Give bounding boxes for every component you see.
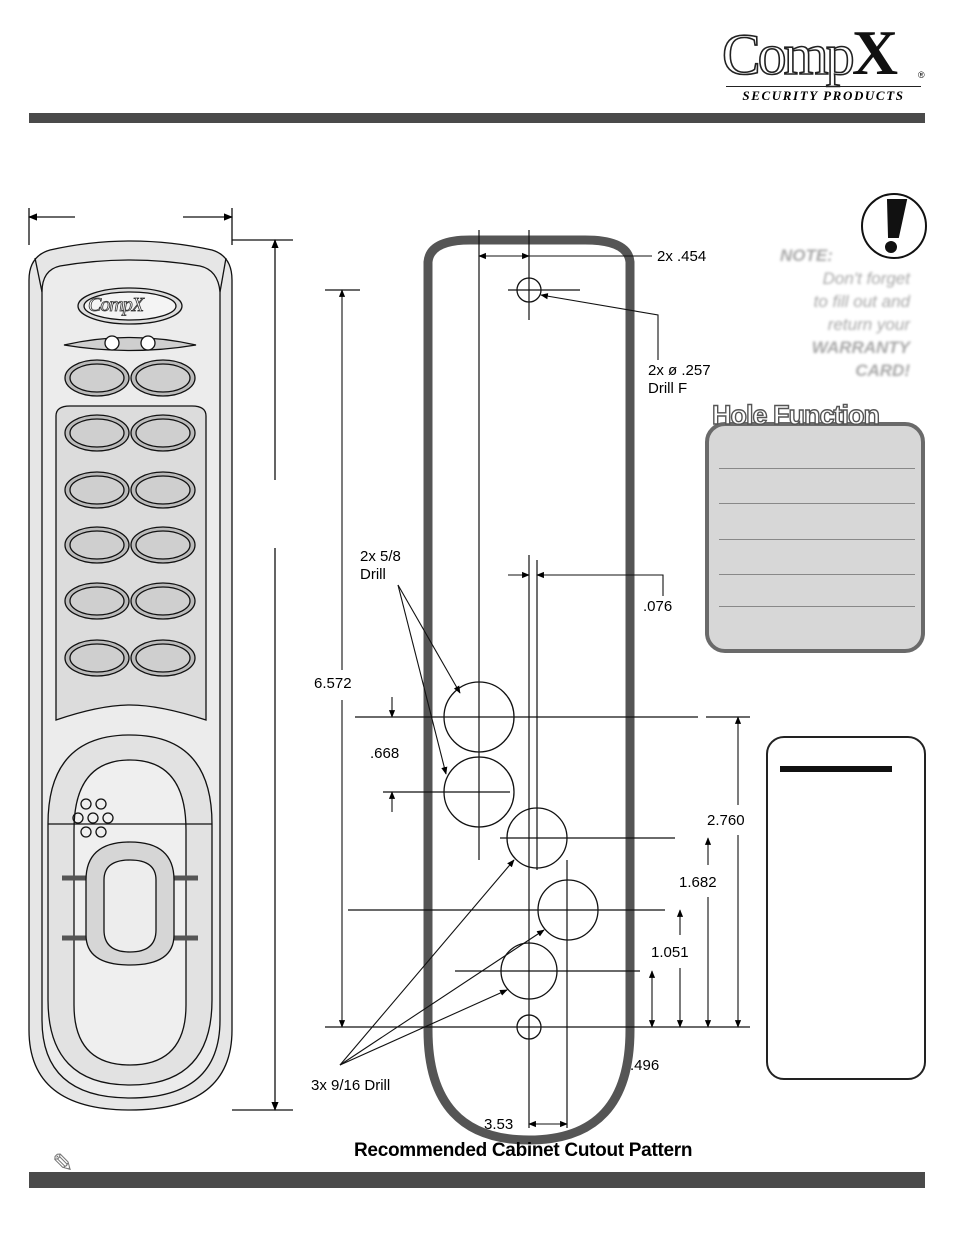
exclamation-icon xyxy=(861,193,927,259)
dim-small-holes: 3x 9/16 Drill xyxy=(311,1077,391,1094)
dim-1682: 1.682 xyxy=(679,874,717,891)
dim-mount-drill: Drill F xyxy=(648,380,688,397)
header-rule xyxy=(29,113,925,123)
hole-function-row[interactable] xyxy=(719,503,915,504)
dim-top-spacing: 2x .454 xyxy=(657,248,707,265)
side-panel-bar xyxy=(780,766,892,772)
note-line-2: to fill out and xyxy=(813,292,910,311)
registered-mark: ® xyxy=(918,70,925,80)
hole-function-row[interactable] xyxy=(719,606,915,607)
dim-1051: 1.051 xyxy=(651,944,689,961)
brand-x: X xyxy=(851,17,898,88)
brand-tagline: SECURITY PRODUCTS xyxy=(726,86,921,104)
dim-large-holes: 2x 5/8 xyxy=(360,548,401,565)
footer-rule xyxy=(29,1172,925,1188)
hole-function-row[interactable] xyxy=(719,539,915,540)
dim-overall-height: 6.572 xyxy=(314,675,352,692)
dim-496: .496 xyxy=(630,1057,660,1074)
note-label: NOTE: xyxy=(780,246,833,265)
warranty-note: NOTE: Don't forget to fill out and retur… xyxy=(760,244,910,382)
hole-function-row[interactable] xyxy=(719,468,915,469)
dim-2760: 2.760 xyxy=(707,812,745,829)
note-line-5: CARD! xyxy=(855,361,910,380)
dim-bottom-offset: 3.53 xyxy=(484,1116,514,1133)
dim-mount-hole: 2x ø .257 xyxy=(648,362,711,379)
device-logo: CompX xyxy=(88,294,145,317)
dim-large-spacing: .668 xyxy=(370,745,400,762)
note-line-3: return your xyxy=(827,315,910,334)
hole-function-title: Hole Function xyxy=(711,399,880,430)
hole-function-row[interactable] xyxy=(719,574,915,575)
hole-function-panel xyxy=(705,422,925,653)
brand-logo: CompX xyxy=(721,17,922,88)
dim-large-drill: Drill xyxy=(360,566,386,583)
drawing-caption: Recommended Cabinet Cutout Pattern xyxy=(354,1140,693,1161)
dim-offset: .076 xyxy=(643,598,673,615)
note-line-4: WARRANTY xyxy=(811,338,910,357)
keypad-device xyxy=(28,208,293,1111)
side-panel xyxy=(766,736,926,1080)
brand-name: Comp xyxy=(721,21,855,88)
note-line-1: Don't forget xyxy=(822,269,910,288)
pen-icon: ✎ xyxy=(52,1148,74,1178)
